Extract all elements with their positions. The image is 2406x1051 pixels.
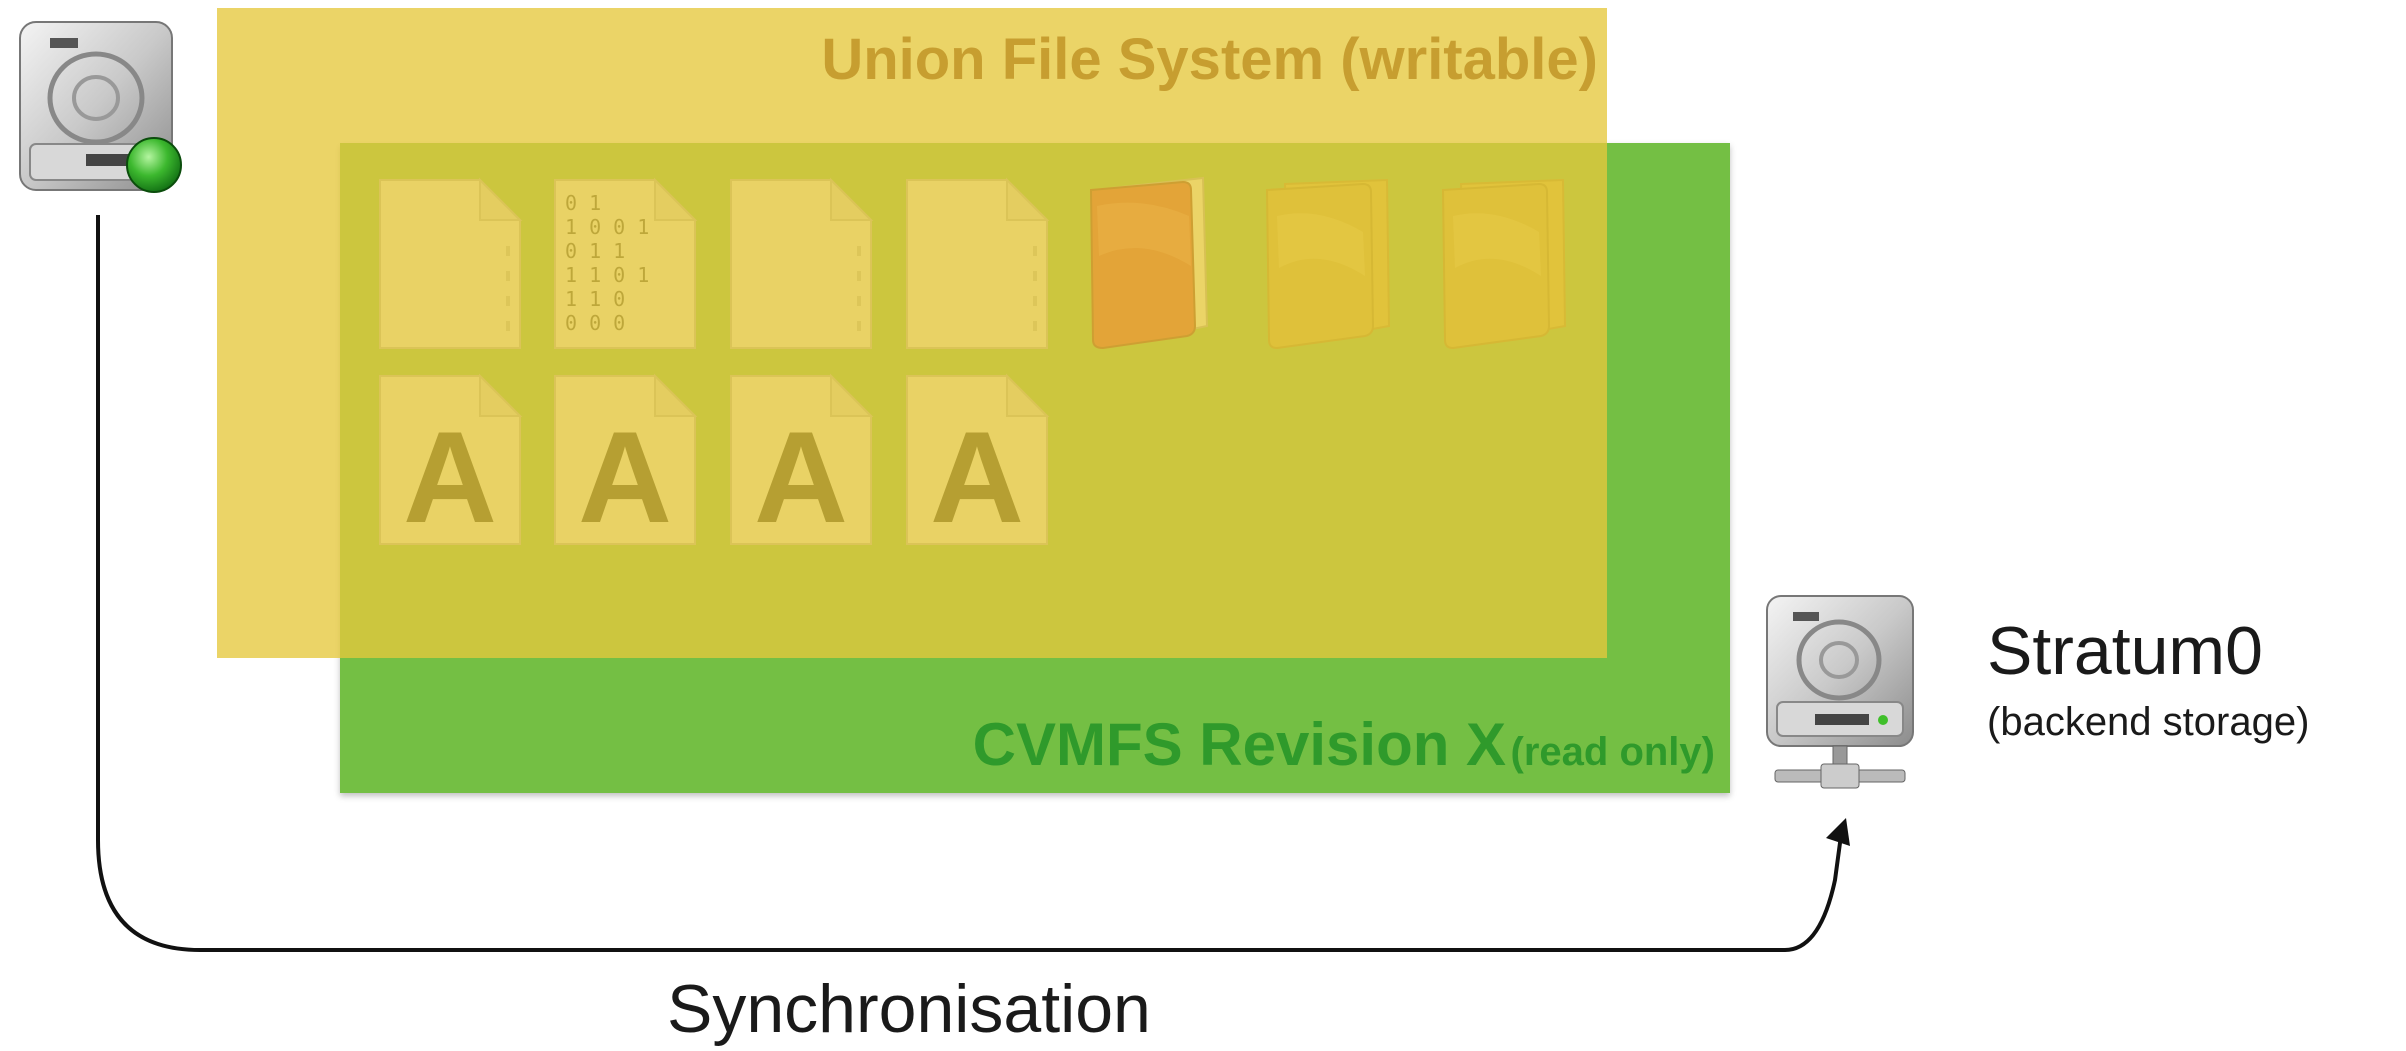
synchronisation-label: Synchronisation <box>667 971 1151 1047</box>
union-file-system-layer <box>217 8 1607 658</box>
stratum0-subtitle: (backend storage) <box>1987 700 2310 744</box>
synchronisation-arrow-head <box>1826 818 1850 846</box>
cvmfs-revision-label: CVMFS Revision X <box>972 711 1507 778</box>
stratum0-server-icon <box>1766 595 1914 789</box>
local-disk-drive-icon <box>19 21 182 193</box>
stratum0-title: Stratum0 <box>1987 613 2263 689</box>
synchronisation-arrow-line <box>96 215 1844 952</box>
cvmfs-read-only-label: (read only) <box>1510 730 1715 774</box>
cvmfs-revision-title: CVMFS Revision X (read only) <box>340 710 1715 779</box>
union-file-system-title: Union File System (writable) <box>821 27 1598 92</box>
